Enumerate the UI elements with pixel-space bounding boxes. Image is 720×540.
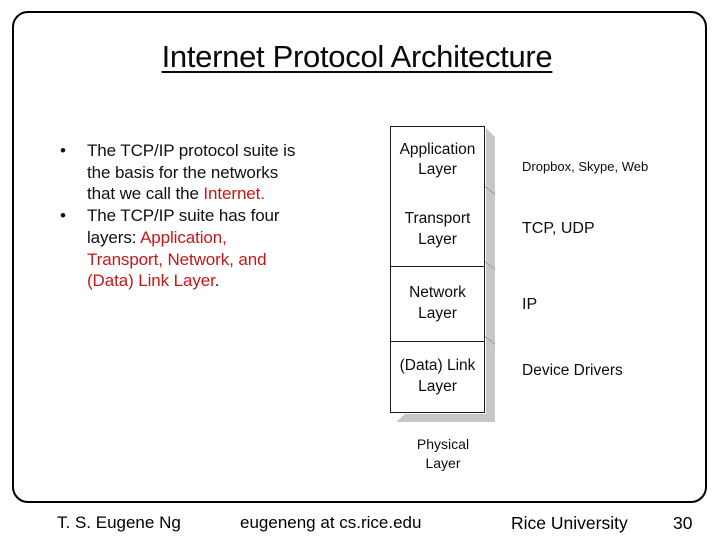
bullet-1-line-3: that we call the Internet. — [87, 184, 265, 204]
bullet-2-line-3: Transport, Network, and — [87, 249, 267, 269]
protocol-stack: Application Layer Transport Layer Networ… — [390, 126, 485, 413]
bullet-2-line-2: layers: Application, — [87, 227, 227, 247]
layer-box-transport: Transport Layer — [404, 210, 471, 248]
layer-box-application: Application Layer — [399, 140, 476, 179]
bullet-2-text: The TCP/IP suite has four layers: Applic… — [87, 205, 337, 292]
stack-shadow-right — [486, 128, 495, 419]
bullet-2-line-4: (Data) Link Layer. — [87, 271, 220, 291]
annotation-link-drivers: Device Drivers — [522, 362, 623, 379]
slide-title: Internet Protocol Architecture — [161, 39, 553, 74]
physical-layer-label: Physical Layer — [416, 436, 470, 471]
bullet-list: • The TCP/IP protocol suite is the basis… — [57, 140, 337, 292]
keyword-application: Application, — [140, 227, 227, 247]
footer-email: eugeneng at cs.rice.edu — [240, 513, 422, 532]
bullet-marker: • — [60, 206, 66, 226]
bullet-2-line-1: The TCP/IP suite has four — [87, 206, 280, 226]
bullet-1-line-1: The TCP/IP protocol suite is — [87, 141, 296, 160]
annotation-network-protocol: IP — [522, 296, 538, 313]
annotation-transport-protocols: TCP, UDP — [522, 220, 595, 237]
footer-author: T. S. Eugene Ng — [57, 513, 181, 532]
footer-institution: Rice University — [511, 513, 628, 533]
keyword-internet: Internet. — [203, 184, 265, 204]
layer-box-datalink: (Data) Link Layer — [391, 340, 484, 413]
layer-box-network: Network Layer — [391, 266, 484, 340]
footer-page-number: 30 — [673, 513, 693, 533]
bullet-marker: • — [60, 141, 66, 160]
slide-border-frame — [12, 11, 707, 503]
bullet-item-1: • The TCP/IP protocol suite is the basis… — [57, 140, 337, 205]
bullet-1-line-2: the basis for the networks — [87, 162, 279, 182]
bullet-1-text: The TCP/IP protocol suite is the basis f… — [87, 140, 337, 205]
annotation-application-examples: Dropbox, Skype, Web — [522, 159, 649, 174]
stack-shadow-bottom — [396, 414, 495, 422]
bullet-item-2: • The TCP/IP suite has four layers: Appl… — [57, 205, 337, 292]
keyword-link-layer: (Data) Link Layer — [87, 271, 215, 291]
